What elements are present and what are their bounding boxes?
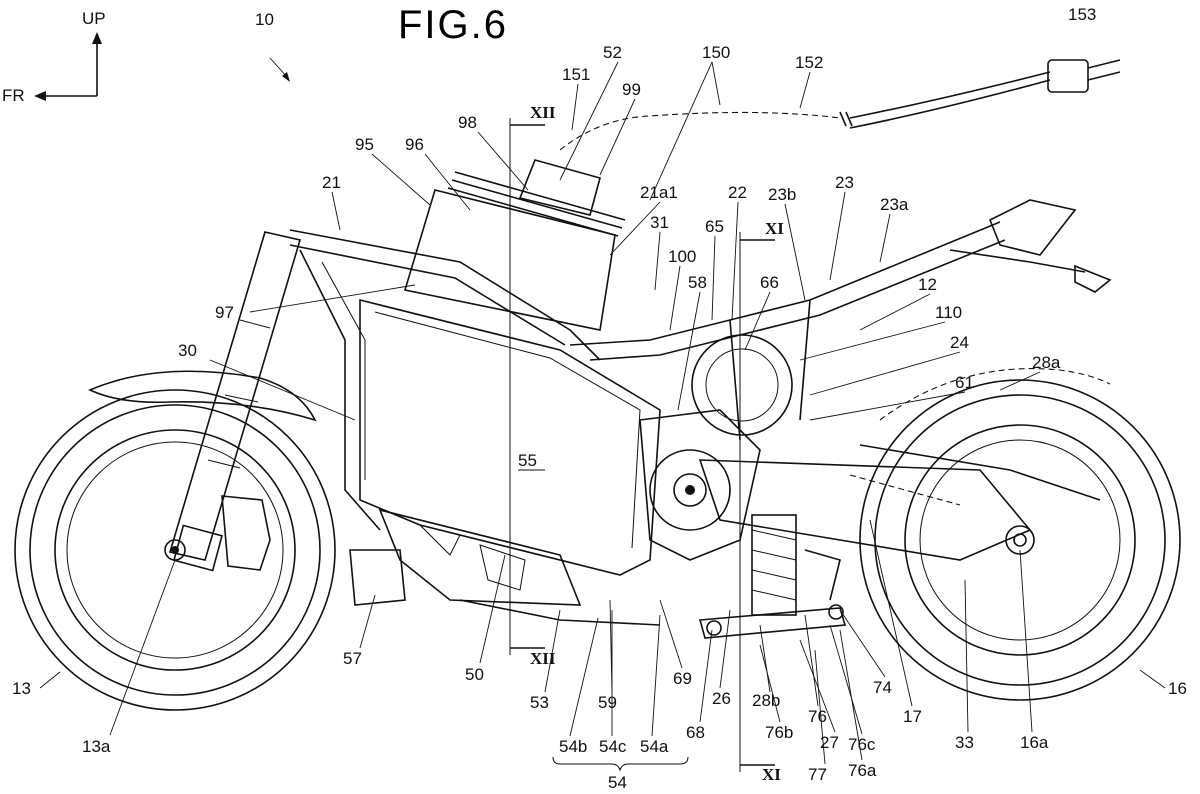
- reference-label-57: 57: [343, 649, 362, 668]
- reference-label-99: 99: [622, 80, 641, 99]
- reference-label-23b: 23b: [768, 185, 796, 204]
- section-mark-xi-top: XI: [765, 219, 784, 238]
- reference-label-68: 68: [686, 723, 705, 742]
- reference-label-59: 59: [598, 693, 617, 712]
- reference-label-76c: 76c: [848, 735, 876, 754]
- reference-label-54: 54: [608, 773, 627, 792]
- front-label: FR: [2, 86, 25, 105]
- reference-label-96: 96: [405, 135, 424, 154]
- reference-label-52: 52: [603, 43, 622, 62]
- reference-labels: 150 153 52 151 99 152 98 96 95 21 21a1 22 23b 23 23a 31…: [12, 5, 1187, 792]
- reference-label-13: 13: [12, 679, 31, 698]
- reference-label-151: 151: [562, 65, 590, 84]
- main-frame: [289, 221, 1006, 531]
- reference-label-28a: 28a: [1032, 353, 1061, 372]
- battery-pack-top: [403, 159, 626, 331]
- motor-unit: [639, 334, 793, 561]
- front-fender: [88, 370, 317, 422]
- section-mark-xii-bottom: XII: [530, 649, 556, 668]
- section-line-xi: [739, 232, 775, 772]
- controller-box: [349, 549, 406, 606]
- reference-label-27: 27: [820, 733, 839, 752]
- lower-bracket: [378, 508, 661, 626]
- reference-label-65: 65: [705, 217, 724, 236]
- reference-label-58: 58: [688, 273, 707, 292]
- reference-label-54c: 54c: [599, 737, 627, 756]
- section-line-xii: [509, 118, 545, 655]
- rear-shock: [751, 514, 797, 616]
- reference-label-95: 95: [355, 135, 374, 154]
- figure-reference-number: 10: [255, 10, 274, 29]
- reference-label-97: 97: [215, 303, 234, 322]
- reference-label-31: 31: [650, 213, 669, 232]
- rear-wheel: [859, 379, 1181, 701]
- reference-label-17: 17: [903, 707, 922, 726]
- reference-label-153: 153: [1068, 5, 1096, 24]
- reference-label-50: 50: [465, 665, 484, 684]
- orientation-arrows: [34, 32, 102, 101]
- reference-label-26: 26: [712, 689, 731, 708]
- reference-label-12: 12: [918, 275, 937, 294]
- reference-label-54b: 54b: [559, 737, 587, 756]
- up-label: UP: [82, 9, 106, 28]
- reference-label-76: 76: [808, 707, 827, 726]
- reference-label-55: 55: [518, 451, 537, 470]
- reference-label-98: 98: [458, 113, 477, 132]
- reference-label-21: 21: [322, 173, 341, 192]
- reference-label-54a: 54a: [640, 737, 669, 756]
- reference-label-33: 33: [955, 733, 974, 752]
- reference-label-16: 16: [1168, 679, 1187, 698]
- reference-label-100: 100: [668, 247, 696, 266]
- reference-label-28b: 28b: [752, 691, 780, 710]
- reference-label-23a: 23a: [880, 195, 909, 214]
- brake-caliper: [221, 495, 271, 571]
- reference-label-110: 110: [935, 303, 962, 322]
- group-brace-54: [552, 756, 689, 772]
- reference-label-152: 152: [795, 53, 823, 72]
- figure-title: FIG.6: [398, 3, 508, 47]
- reference-label-24: 24: [950, 333, 969, 352]
- leader-lines: [39, 61, 1166, 765]
- reference-label-53: 53: [530, 693, 549, 712]
- charging-cable: [559, 59, 1121, 151]
- swingarm: [698, 444, 1101, 561]
- reference-label-74: 74: [873, 678, 892, 697]
- reference-label-76a: 76a: [848, 761, 877, 780]
- section-mark-xii-top: XII: [530, 103, 556, 122]
- reference-label-66: 66: [760, 273, 779, 292]
- reference-label-77: 77: [808, 765, 827, 784]
- reference-label-16a: 16a: [1020, 733, 1049, 752]
- reference-label-21a1: 21a1: [640, 183, 678, 202]
- reference-label-150: 150: [702, 43, 730, 62]
- reference-label-30: 30: [178, 341, 197, 360]
- reference-label-69: 69: [673, 669, 692, 688]
- suspension-link: [698, 549, 847, 639]
- reference-label-61: 61: [955, 373, 974, 392]
- section-mark-xi-bottom: XI: [762, 765, 781, 784]
- reference-label-76b: 76b: [765, 723, 793, 742]
- front-wheel: [14, 389, 336, 711]
- reference-label-22: 22: [728, 183, 747, 202]
- rear-fender: [879, 368, 1111, 421]
- tail-section: [949, 199, 1112, 293]
- reference-label-23: 23: [835, 173, 854, 192]
- battery-case: [359, 298, 661, 576]
- reference-label-13a: 13a: [82, 737, 111, 756]
- front-fork: [168, 231, 302, 572]
